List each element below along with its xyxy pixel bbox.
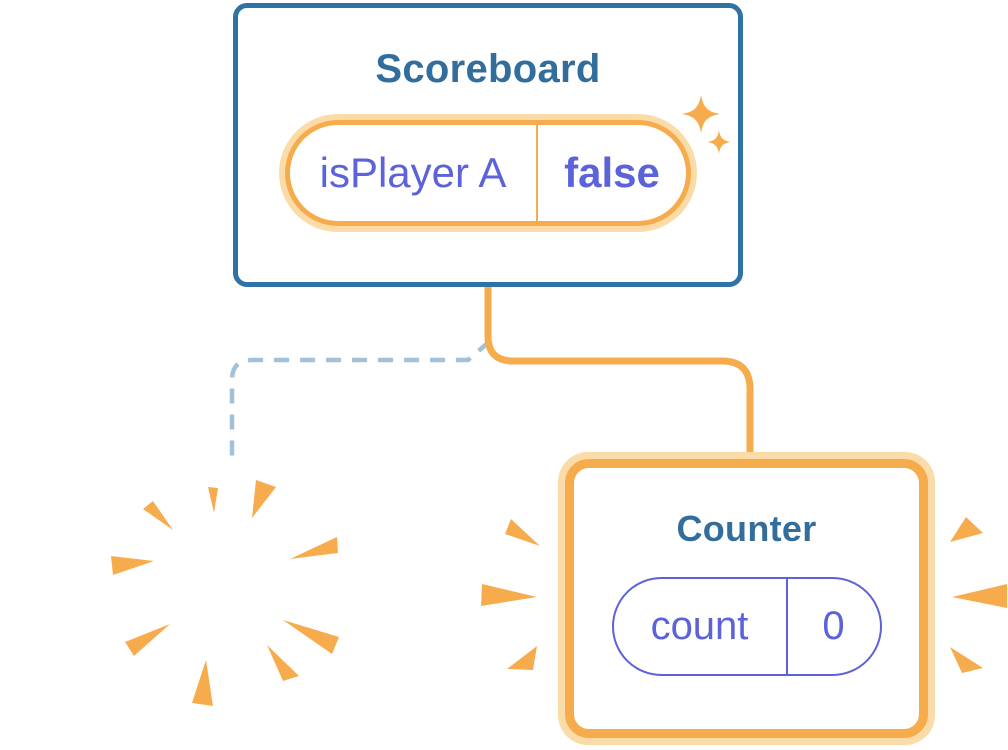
state-name-label: isPlayer A: [319, 149, 507, 196]
counter-card: Counter count 0: [558, 452, 935, 745]
counter-card-inner: Counter count 0: [565, 459, 928, 738]
counter-title: Counter: [676, 508, 817, 549]
explosion-burst-icon: [111, 480, 339, 706]
state-value-label: false: [564, 149, 660, 196]
destroyed-card: [88, 459, 364, 723]
state-name-label: count: [650, 604, 749, 649]
emphasis-burst-left-icon: [481, 519, 540, 670]
scoreboard-card: Scoreboard isPlayer A false: [233, 3, 743, 287]
counter-state-pill: count 0: [611, 577, 882, 677]
emphasis-burst-right-icon: [950, 517, 1007, 673]
state-value-label: 0: [822, 604, 845, 649]
pill-divider: [785, 579, 788, 675]
pill-divider: [536, 125, 538, 221]
connector-active-orange: [484, 285, 754, 458]
scoreboard-state-pill: isPlayer A false: [285, 120, 691, 226]
connector-removed-dashed: [229, 339, 492, 462]
scoreboard-title: Scoreboard: [375, 47, 601, 91]
